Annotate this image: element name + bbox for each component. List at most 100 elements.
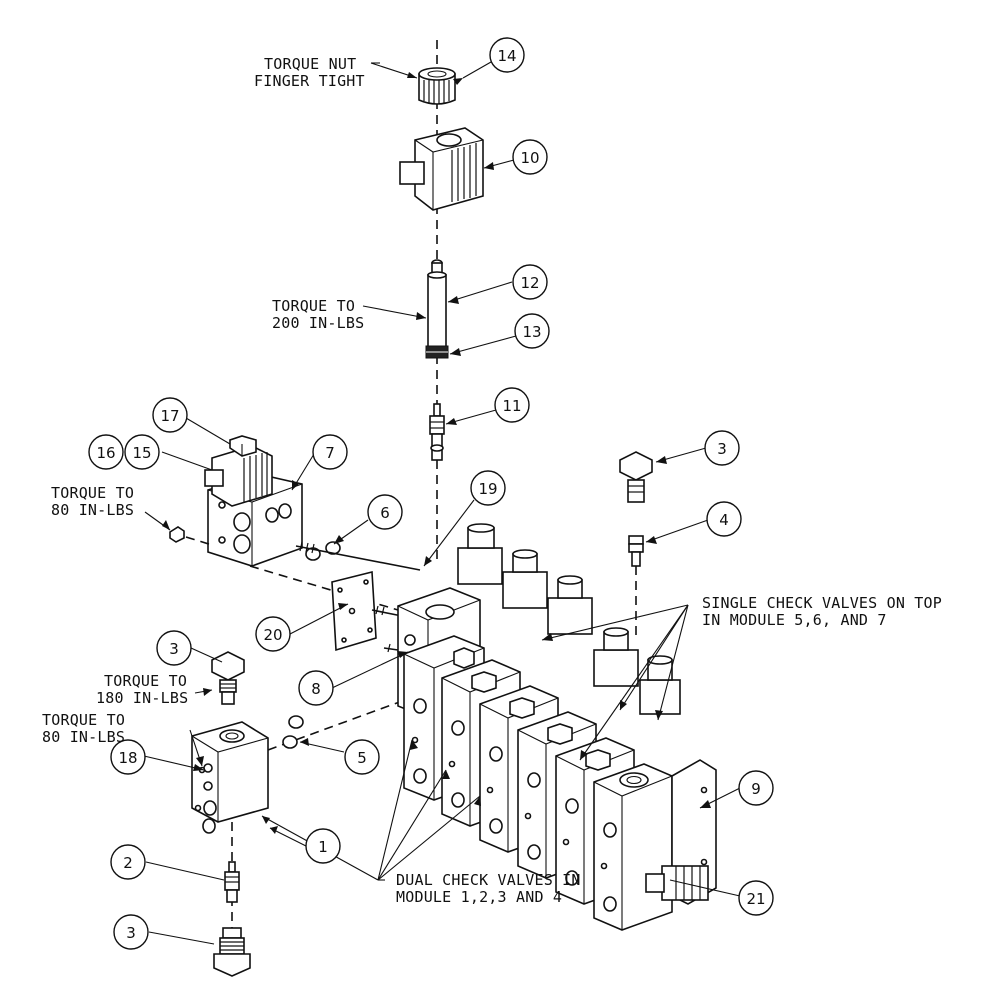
balloon-circle	[704, 430, 740, 466]
balloon-b8: 8	[298, 670, 334, 706]
balloon-circle	[152, 397, 188, 433]
balloon-b3c: 3	[113, 914, 149, 950]
balloon-label: 17	[160, 407, 179, 425]
note-torque-180-1: TORQUE TO	[104, 672, 187, 690]
balloon-circle	[110, 739, 146, 775]
balloon-circle	[113, 914, 149, 950]
balloon-b3b: 3	[156, 630, 192, 666]
balloon-label: 4	[719, 511, 729, 529]
balloon-circle	[156, 630, 192, 666]
balloon-b10: 10	[512, 139, 548, 175]
balloon-label: 20	[263, 626, 282, 644]
balloon-circle	[367, 494, 403, 530]
balloon-label: 1	[318, 838, 328, 856]
balloon-circle	[470, 470, 506, 506]
note-torque-nut-2: FINGER TIGHT	[254, 72, 365, 90]
balloon-b19: 19	[470, 470, 506, 506]
balloon-circle	[738, 880, 774, 916]
balloon-label: 19	[478, 480, 497, 498]
balloon-label: 21	[746, 890, 765, 908]
balloon-label: 7	[325, 444, 335, 462]
balloon-b21: 21	[738, 880, 774, 916]
part-14-nut	[418, 67, 456, 105]
balloon-b17: 17	[152, 397, 188, 433]
part-4-check	[628, 535, 644, 567]
note-torque-80-top-1: TORQUE TO	[51, 484, 134, 502]
note-torque-200-2: 200 IN-LBS	[272, 314, 364, 332]
balloon-label: 9	[751, 780, 761, 798]
balloon-label: 3	[169, 640, 179, 658]
balloon-b2: 2	[110, 844, 146, 880]
part-6-orings	[305, 541, 341, 561]
note-dual-check-1: DUAL CHECK VALVES IN	[396, 871, 581, 889]
balloon-circle	[494, 387, 530, 423]
balloon-b9: 9	[738, 770, 774, 806]
part-3-plug-lower	[213, 927, 251, 977]
balloon-b15: 15	[124, 434, 160, 470]
part-3-plug-right	[619, 451, 653, 503]
balloon-b1: 1	[305, 828, 341, 864]
part-3-plug-upper	[211, 651, 245, 705]
balloon-circle	[514, 313, 550, 349]
note-single-check-1: SINGLE CHECK VALVES ON TOP	[702, 594, 942, 612]
note-torque-180-2: 180 IN-LBS	[96, 689, 188, 707]
balloon-label: 5	[357, 749, 367, 767]
balloon-b12: 12	[512, 264, 548, 300]
part-12-tube	[427, 259, 447, 348]
part-2-cartridge	[224, 861, 240, 903]
balloon-b18: 18	[110, 739, 146, 775]
part-17-nut	[229, 435, 257, 457]
balloon-circle	[706, 501, 742, 537]
balloon-circle	[305, 828, 341, 864]
part-screw-top	[169, 526, 185, 543]
balloon-label: 3	[126, 924, 136, 942]
balloon-b11: 11	[494, 387, 530, 423]
balloon-b16: 16	[88, 434, 124, 470]
note-torque-80-top-2: 80 IN-LBS	[51, 501, 134, 519]
balloon-circle	[738, 770, 774, 806]
valve-stack	[397, 523, 717, 931]
stack-coils	[457, 523, 681, 715]
arrowheads	[162, 72, 711, 834]
balloon-circle	[255, 616, 291, 652]
part-5-orings	[282, 715, 304, 749]
balloon-label: 6	[380, 504, 390, 522]
notes: TORQUE NUT FINGER TIGHT TORQUE TO 200 IN…	[42, 55, 942, 906]
balloon-circle	[110, 844, 146, 880]
part-10-coil	[399, 127, 484, 211]
balloon-label: 11	[502, 397, 521, 415]
balloon-b14: 14	[489, 37, 525, 73]
balloon-label: 15	[132, 444, 151, 462]
balloon-label: 2	[123, 854, 133, 872]
balloon-circle	[298, 670, 334, 706]
note-torque-80-left-2: 80 IN-LBS	[42, 728, 125, 746]
balloon-label: 8	[311, 680, 321, 698]
balloon-b13: 13	[514, 313, 550, 349]
part-13-oring	[425, 345, 449, 359]
balloon-circle	[312, 434, 348, 470]
balloon-circle	[88, 434, 124, 470]
module-7	[593, 763, 673, 931]
balloon-circle	[512, 264, 548, 300]
note-torque-nut-1: TORQUE NUT	[264, 55, 356, 73]
balloon-label: 14	[497, 47, 516, 65]
part-20-plate	[331, 570, 377, 652]
balloon-circle	[512, 139, 548, 175]
balloon-b5: 5	[344, 739, 380, 775]
part-1-manifold	[191, 721, 269, 834]
balloon-label: 16	[96, 444, 115, 462]
note-single-check-2: IN MODULE 5,6, AND 7	[702, 611, 887, 629]
balloon-circle	[344, 739, 380, 775]
balloon-label: 18	[118, 749, 137, 767]
balloon-b6: 6	[367, 494, 403, 530]
balloon-label: 10	[520, 149, 539, 167]
balloon-circle	[489, 37, 525, 73]
balloon-label: 3	[717, 440, 727, 458]
part-11-cartridge	[429, 403, 445, 461]
balloon-label: 13	[522, 323, 541, 341]
balloon-circle	[124, 434, 160, 470]
balloon-b4: 4	[706, 501, 742, 537]
